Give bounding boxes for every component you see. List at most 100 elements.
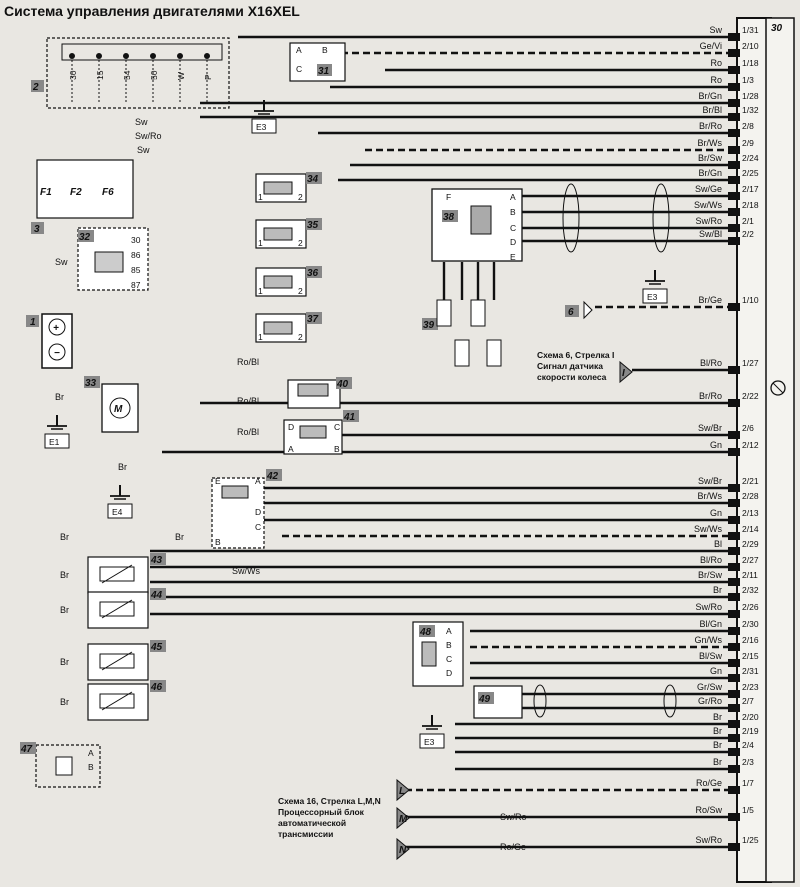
ecu-pin-connector bbox=[728, 33, 740, 41]
ecu-pin-connector bbox=[728, 704, 740, 712]
svg-text:Ro/Bl: Ro/Bl bbox=[237, 357, 259, 367]
svg-text:Br: Br bbox=[118, 462, 127, 472]
svg-text:A: A bbox=[255, 476, 261, 486]
ground-label: E3 bbox=[256, 122, 267, 132]
ecu-pin-label: 2/9 bbox=[742, 138, 754, 148]
svg-text:A: A bbox=[88, 748, 94, 758]
ignition-pin-label: P bbox=[203, 74, 213, 80]
ground-label: E4 bbox=[112, 507, 123, 517]
ecu-pin-connector bbox=[728, 748, 740, 756]
ecu-pin-connector bbox=[728, 99, 740, 107]
ecu-pin-connector bbox=[728, 627, 740, 635]
ecu-pin-connector bbox=[728, 610, 740, 618]
component-42-label: 42 bbox=[266, 471, 279, 482]
wire-color-label: Gn/Ws bbox=[694, 635, 722, 645]
ecu-pin-connector bbox=[728, 516, 740, 524]
wire-color-label: Sw/Ro bbox=[695, 602, 722, 612]
ecu-pin-label: 1/25 bbox=[742, 835, 759, 845]
wire-color-label: Bl/Ro bbox=[700, 358, 722, 368]
ecu-pin-connector bbox=[728, 593, 740, 601]
svg-text:A: A bbox=[296, 45, 302, 55]
ecu-pin-label: 2/4 bbox=[742, 740, 754, 750]
valve-40: 40 bbox=[287, 377, 352, 409]
wire-color-label: Br/Sw bbox=[698, 570, 723, 580]
ecu-pin-label: 1/5 bbox=[742, 805, 754, 815]
svg-text:Ro/Bl: Ro/Bl bbox=[237, 396, 259, 406]
wire-color-label: Bl/Ro bbox=[700, 555, 722, 565]
wire-color-label: Bl/Sw bbox=[699, 651, 723, 661]
ecu-pin-label: 2/12 bbox=[742, 440, 759, 450]
svg-text:2: 2 bbox=[298, 286, 303, 296]
wire-color-label: Sw/Br bbox=[698, 423, 722, 433]
wire-color-label: Sw/Ge bbox=[695, 184, 722, 194]
spark-plug bbox=[470, 299, 486, 327]
ecu-pin-label: 1/27 bbox=[742, 358, 759, 368]
wire-color-label: Sw/Br bbox=[698, 476, 722, 486]
svg-text:B: B bbox=[446, 640, 452, 650]
component-6-label: 6 bbox=[568, 307, 574, 318]
ground-label-box bbox=[251, 118, 277, 134]
svg-text:E: E bbox=[510, 252, 516, 262]
motor-33: M 33 bbox=[84, 376, 139, 433]
note-scheme-16: Схема 16, Стрелка L,M,N Процессорный бло… bbox=[278, 796, 381, 839]
ecu-pin-label: 2/30 bbox=[742, 619, 759, 629]
sensor-41: D C A B 41 bbox=[283, 410, 359, 455]
wire-color-label: Gn bbox=[710, 508, 722, 518]
ecu-pin-connector bbox=[728, 499, 740, 507]
ignition-pin-label: 15 bbox=[95, 70, 105, 80]
ignition-terminal bbox=[150, 53, 156, 59]
wire-color-label: Gr/Ro bbox=[698, 696, 722, 706]
ecu-pin-label: 1/28 bbox=[742, 91, 759, 101]
wire-color-label: Br/Gn bbox=[698, 168, 722, 178]
svg-text:B: B bbox=[334, 444, 340, 454]
ecu-block: 30 bbox=[736, 17, 795, 883]
svg-text:I: I bbox=[622, 368, 625, 379]
svg-text:1: 1 bbox=[258, 286, 263, 296]
component-38-label: 38 bbox=[443, 212, 455, 223]
ecu-pin-label: 2/6 bbox=[742, 423, 754, 433]
wire-color-label: Br/Ge bbox=[698, 295, 722, 305]
ignition-pin-label: 30 bbox=[68, 70, 78, 80]
relay-pin-85: 85 bbox=[131, 265, 141, 275]
svg-text:Ro/Bl: Ro/Bl bbox=[237, 427, 259, 437]
ecu-pin-label: 1/18 bbox=[742, 58, 759, 68]
component-33-label: 33 bbox=[85, 378, 97, 389]
wire-color-label: Br/Ws bbox=[698, 491, 723, 501]
component-39-label: 39 bbox=[423, 320, 435, 331]
svg-text:D: D bbox=[288, 422, 294, 432]
ecu-pin-connector bbox=[728, 813, 740, 821]
svg-text:L: L bbox=[399, 786, 405, 797]
wire-labels: Sw Sw/Ro Sw Ro/Bl Ro/Bl Ro/Bl Br Br Sw/W… bbox=[55, 117, 527, 852]
ecu-pin-connector bbox=[728, 146, 740, 154]
svg-text:F: F bbox=[446, 192, 451, 202]
ecu-pin-rows: 1/31Sw2/10Ge/Vi1/18Ro1/3Ro1/28Br/Gn1/32B… bbox=[150, 25, 759, 851]
ecu-ground-symbol bbox=[770, 380, 786, 396]
ecu-pin-connector bbox=[728, 643, 740, 651]
wire-color-label: Bl bbox=[714, 539, 722, 549]
ecu-pin-connector bbox=[728, 720, 740, 728]
svg-text:B: B bbox=[510, 207, 516, 217]
ground-label: E1 bbox=[49, 437, 60, 447]
ecu-pin-label: 2/32 bbox=[742, 585, 759, 595]
ecu-pin-label: 2/13 bbox=[742, 508, 759, 518]
fuse-f1: F1 bbox=[40, 187, 52, 198]
ecu-pin-connector bbox=[728, 129, 740, 137]
svg-text:Сигнал датчика: Сигнал датчика bbox=[537, 361, 603, 371]
ecu-pin-connector bbox=[728, 765, 740, 773]
ecu-pin-connector bbox=[728, 674, 740, 682]
wire-color-label: Gn bbox=[710, 666, 722, 676]
ecu-pin-connector bbox=[728, 786, 740, 794]
ecu-pin-label: 2/2 bbox=[742, 229, 754, 239]
ecu-pin-connector bbox=[728, 690, 740, 698]
svg-text:+: + bbox=[53, 323, 59, 334]
wire-color-label: Br/Ws bbox=[698, 138, 723, 148]
ignition-terminal bbox=[123, 53, 129, 59]
wire-color-label: Sw/Ws bbox=[694, 200, 722, 210]
arrow-marker bbox=[396, 778, 410, 802]
ignition-terminal bbox=[96, 53, 102, 59]
ecu-pin-connector bbox=[728, 208, 740, 216]
relay-pin-86: 86 bbox=[131, 250, 141, 260]
